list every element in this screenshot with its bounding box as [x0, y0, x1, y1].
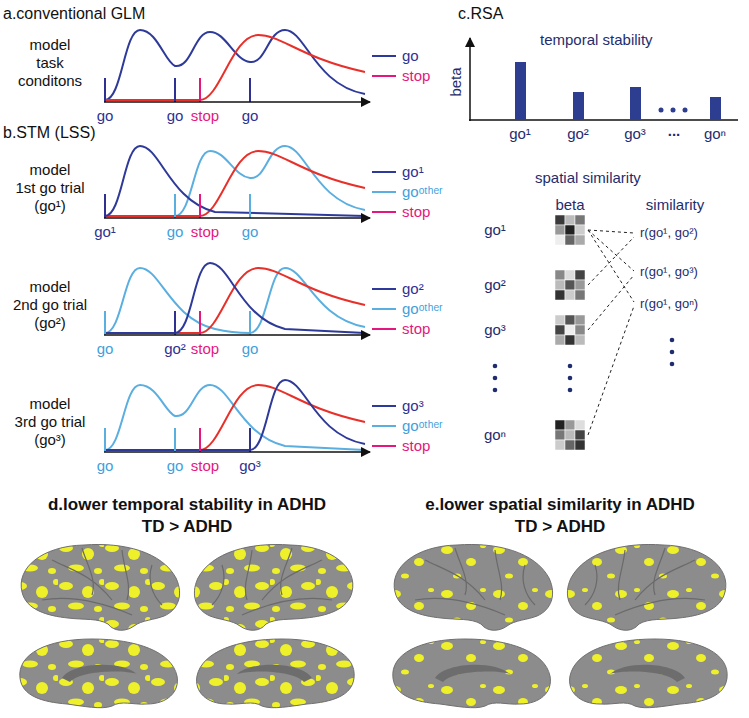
legend-label: goᵒᵗʰᵉʳ [402, 301, 443, 318]
row-label: model [30, 279, 71, 296]
beta-bar-chart [469, 38, 738, 121]
lss-plot [104, 146, 396, 218]
axis-label: ... [668, 123, 681, 140]
panel-title: b.STM (LSS) [3, 124, 95, 142]
event-label: stop [191, 458, 219, 475]
legend-label: stop [402, 321, 430, 338]
legend-label: go¹ [402, 164, 424, 181]
legend-label: go³ [402, 398, 424, 415]
trial-label: go¹ [484, 222, 506, 239]
chart-title: spatial similarity [535, 170, 641, 187]
lss-plot [104, 380, 396, 452]
panel-title: c.RSA [458, 5, 503, 23]
event-label: go [97, 458, 114, 475]
chart-title: temporal stability [540, 32, 653, 49]
figure-heading: TD > ADHD [515, 518, 606, 537]
row-label: 3rd go trial [15, 414, 86, 431]
brain-surface [385, 540, 735, 711]
row-label: 1st go trial [15, 180, 84, 197]
event-label: go [97, 108, 114, 125]
legend-label: stop [402, 438, 430, 455]
column-header: beta [555, 197, 584, 214]
row-label: (go¹) [34, 198, 66, 215]
axis-label: goⁿ [704, 126, 726, 143]
trial-label: go³ [484, 322, 506, 339]
ellipsis-dots [493, 338, 675, 393]
event-label: go³ [239, 458, 261, 475]
event-label: go [167, 224, 184, 241]
event-label: go [242, 224, 259, 241]
row-label: (go³) [34, 432, 66, 449]
axis-label: go² [567, 126, 589, 143]
similarity-label: r(go¹, go³) [640, 265, 698, 279]
trial-label: goⁿ [484, 427, 506, 444]
trial-label: go² [484, 277, 506, 294]
legend-label: goᵒᵗʰᵉʳ [402, 418, 443, 435]
figure-heading: e.lower spatial similarity in ADHD [425, 496, 695, 515]
legend-label: goᵒᵗʰᵉʳ [402, 184, 443, 201]
event-label: go [242, 341, 259, 358]
event-label: stop [191, 341, 219, 358]
lss-plot [104, 263, 396, 335]
panel-title: a.conventional GLM [3, 5, 145, 23]
axis-label: beta [448, 67, 465, 96]
figure-heading: TD > ADHD [142, 518, 233, 537]
event-label: go² [164, 341, 186, 358]
glm-plot [104, 30, 396, 102]
row-label: 2nd go trial [13, 297, 87, 314]
column-header: similarity [646, 197, 704, 214]
legend-label: go [402, 48, 419, 65]
legend-label: stop [402, 68, 430, 85]
brain-surface [12, 540, 362, 711]
row-label: model [30, 162, 71, 179]
beta-matrices [555, 215, 585, 450]
row-label: task [36, 55, 64, 72]
event-label: go [242, 108, 259, 125]
legend-label: go² [402, 281, 424, 298]
event-label: go [97, 341, 114, 358]
row-label: (go²) [34, 315, 66, 332]
event-label: stop [191, 108, 219, 125]
event-label: go¹ [94, 224, 116, 241]
axis-label: go¹ [509, 126, 531, 143]
axis-label: go³ [624, 126, 646, 143]
event-label: go [167, 108, 184, 125]
similarity-label: r(go¹, goⁿ) [640, 297, 698, 311]
event-label: stop [191, 224, 219, 241]
row-label: conditons [18, 73, 82, 90]
similarity-label: r(go¹, go²) [640, 226, 698, 240]
similarity-leaders [588, 230, 634, 435]
row-label: model [30, 396, 71, 413]
event-label: go [167, 458, 184, 475]
legend-label: stop [402, 204, 430, 221]
row-label: model [30, 37, 71, 54]
figure-heading: d.lower temporal stability in ADHD [48, 496, 326, 515]
